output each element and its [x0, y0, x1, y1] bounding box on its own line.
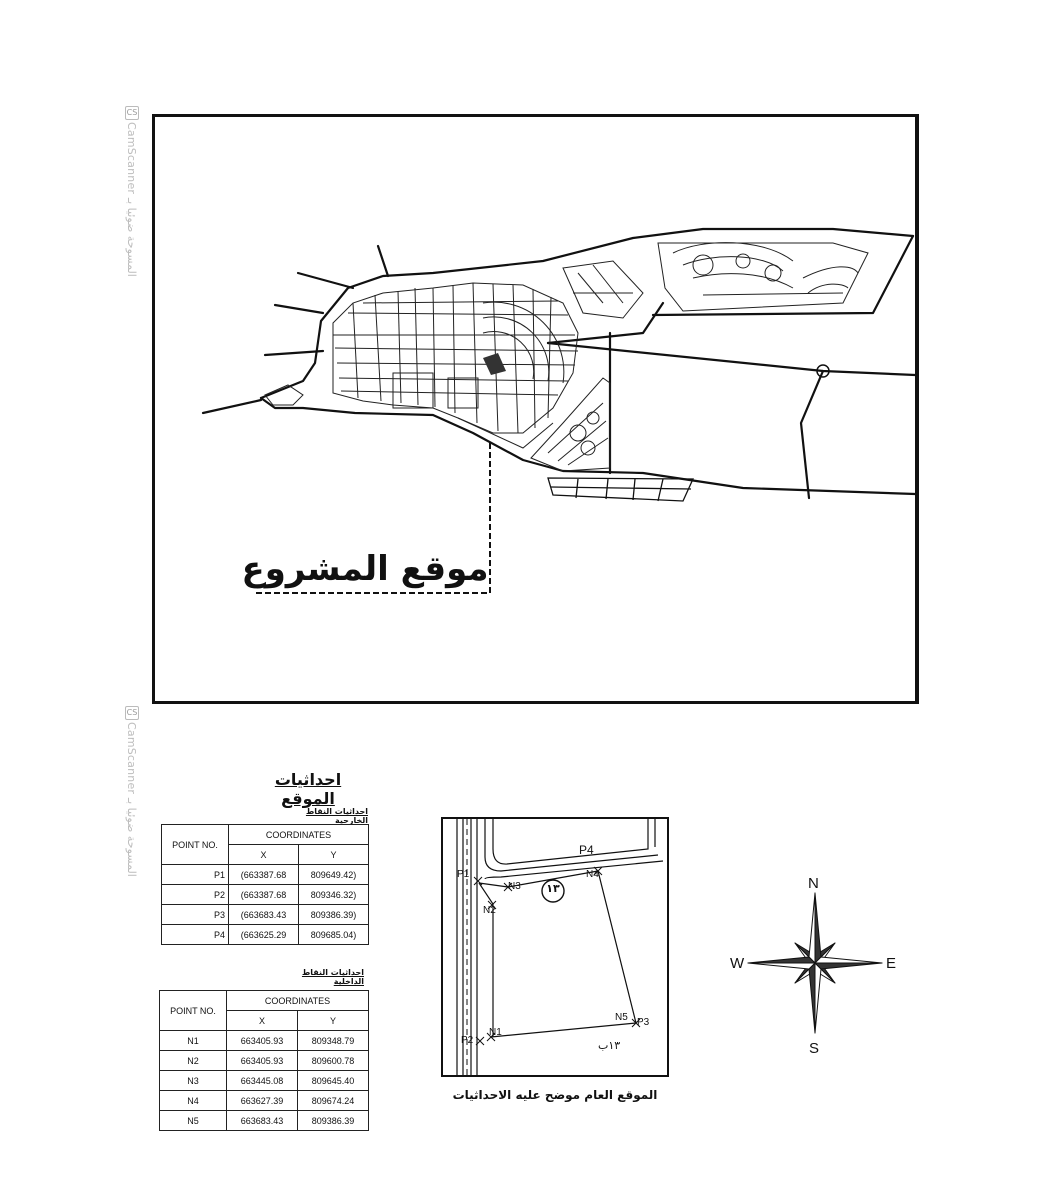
label-n2: N2: [483, 905, 496, 916]
compass-south-label: S: [809, 1040, 820, 1057]
table-header-x: X: [226, 1010, 298, 1031]
compass-rose: N S W E: [730, 875, 900, 1060]
x-cell: (663683.43: [228, 904, 299, 925]
x-cell: 663627.39: [226, 1090, 298, 1111]
point-cell: N5: [159, 1110, 227, 1131]
label-n4: N4: [586, 869, 599, 880]
compass-west-label: W: [730, 955, 745, 972]
point-cell: P3: [161, 904, 229, 925]
point-cell: N1: [159, 1030, 227, 1051]
label-n3: N3: [508, 881, 521, 892]
site-plan-frame: P1 P2 P3 P4 N1 N2 N3 N4 N5 ١٣ ١٣ب: [441, 817, 669, 1077]
location-map-frame: موقع المشروع: [152, 114, 919, 704]
point-cell: P2: [161, 884, 229, 905]
outer-points-table: POINT NO. COORDINATES X Y P1 (663387.68 …: [161, 824, 369, 945]
table-row: N1 663405.93 809348.79: [159, 1030, 369, 1051]
x-cell: (663625.29: [228, 924, 299, 945]
point-cell: N2: [159, 1050, 227, 1071]
inner-points-table: POINT NO. COORDINATES X Y N1 663405.93 8…: [159, 990, 369, 1131]
table-row: P2 (663387.68 809346.32): [161, 884, 369, 905]
compass-east-label: E: [886, 955, 897, 972]
x-cell: 663683.43: [226, 1110, 298, 1131]
table-row: N3 663445.08 809645.40: [159, 1070, 369, 1091]
camscanner-watermark-top: CamScanner المسوحة ضوئيا بـ: [125, 122, 138, 277]
camscanner-watermark-bottom: CamScanner المسوحة ضوئيا بـ: [125, 722, 138, 877]
table-header-y: Y: [298, 844, 369, 865]
table-row: P4 (663625.29 809685.04): [161, 924, 369, 945]
table-header-coordinates: COORDINATES: [228, 824, 369, 845]
table-row: N2 663405.93 809600.78: [159, 1050, 369, 1071]
y-cell: 809348.79: [297, 1030, 369, 1051]
y-cell: 809386.39: [297, 1110, 369, 1131]
y-cell: 809386.39): [298, 904, 369, 925]
inner-points-subtitle: احداثيات النقاط الداخلية: [301, 968, 364, 986]
table-row: P3 (663683.43 809386.39): [161, 904, 369, 925]
site-plan-drawing: [456, 819, 664, 1075]
camscanner-badge-top: CS: [125, 106, 139, 120]
label-n1: N1: [489, 1027, 502, 1038]
compass-star-icon: [747, 892, 883, 1034]
city-map-drawing: [201, 227, 915, 594]
table-header-coordinates: COORDINATES: [226, 990, 369, 1011]
x-cell: 663445.08: [226, 1070, 298, 1091]
y-cell: 809600.78: [297, 1050, 369, 1071]
table-row: P1 (663387.68 809649.42): [161, 864, 369, 885]
y-cell: 809346.32): [298, 884, 369, 905]
table-header-y: Y: [297, 1010, 369, 1031]
table-header-point: POINT NO.: [161, 824, 229, 865]
plot-number-badge: ١٣: [546, 882, 560, 895]
x-cell: 663405.93: [226, 1030, 298, 1051]
outer-points-subtitle: احداثيات النقاط الخارجية: [305, 807, 368, 825]
table-header-x: X: [228, 844, 299, 865]
y-cell: 809685.04): [298, 924, 369, 945]
label-p4: P4: [579, 843, 594, 857]
label-p3: P3: [637, 1017, 650, 1028]
label-p1: P1: [457, 869, 470, 880]
y-cell: 809649.42): [298, 864, 369, 885]
label-p2: P2: [461, 1035, 474, 1046]
coordinates-section-title: احداثيات الموقع: [274, 770, 342, 808]
y-cell: 809645.40: [297, 1070, 369, 1091]
table-header-point: POINT NO.: [159, 990, 227, 1031]
site-plan-caption: الموقع العام موضح عليه الاحداثيات: [452, 1088, 658, 1102]
x-cell: (663387.68: [228, 864, 299, 885]
table-row: N4 663627.39 809674.24: [159, 1090, 369, 1111]
camscanner-badge-bottom: CS: [125, 706, 139, 720]
table-row: N5 663683.43 809386.39: [159, 1110, 369, 1131]
point-cell: P1: [161, 864, 229, 885]
compass-north-label: N: [808, 875, 819, 892]
label-n5: N5: [615, 1012, 628, 1023]
x-cell: 663405.93: [226, 1050, 298, 1071]
project-location-label: موقع المشروع: [241, 549, 489, 589]
point-cell: N4: [159, 1090, 227, 1111]
plot-label: ١٣ب: [598, 1039, 621, 1052]
point-cell: N3: [159, 1070, 227, 1091]
y-cell: 809674.24: [297, 1090, 369, 1111]
point-cell: P4: [161, 924, 229, 945]
x-cell: (663387.68: [228, 884, 299, 905]
